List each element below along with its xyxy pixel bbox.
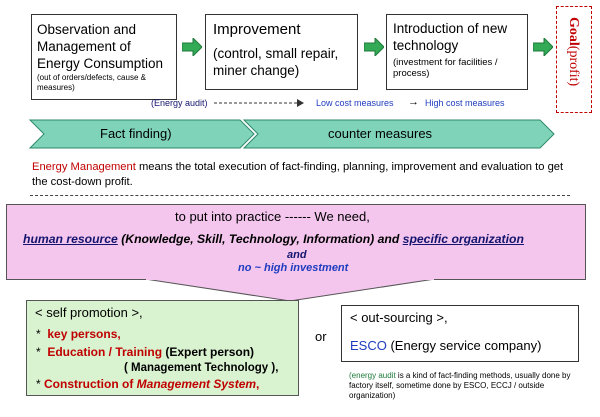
- self-promotion-box: [26, 300, 299, 396]
- esco-line: ESCO (Energy service company): [350, 338, 541, 353]
- organization-label: specific organization: [402, 232, 524, 246]
- fact-finding-label: Fact finding): [100, 126, 172, 141]
- definition-text: means the total execution of fact-findin…: [32, 161, 564, 188]
- management-system-label: Management System: [136, 377, 257, 391]
- low-cost-label: Low cost measures: [316, 98, 394, 108]
- flow-arrow-3: [533, 38, 553, 56]
- bullet-4: *: [36, 377, 41, 391]
- management-technology-label: ( Management Technology ),: [124, 362, 279, 374]
- flow-arrow-1: [182, 38, 202, 56]
- practice-line: to put into practice ------ We need,: [175, 209, 370, 224]
- goal-label: Goal: [566, 17, 581, 46]
- counter-measures-chevron: [242, 119, 555, 149]
- practice-down-arrow: [145, 279, 435, 302]
- self-promotion-item-2: * Education / Training (Expert person): [36, 345, 254, 359]
- self-promotion-title: < self promotion >,: [35, 305, 143, 320]
- bullet-1: *: [36, 327, 41, 341]
- audit-dashed-arrow: [214, 99, 304, 107]
- esco-description: (Energy service company): [386, 338, 542, 353]
- section-divider: [30, 195, 570, 196]
- step-observation-note: (out of orders/defects, cause & measures…: [37, 73, 146, 92]
- step-improvement-title: Improvement: [213, 21, 301, 38]
- self-promotion-item-1: * key persons,: [36, 327, 121, 341]
- process-band: [28, 119, 555, 149]
- footnote-text: is a kind of fact-finding methods, usual…: [349, 371, 571, 400]
- expert-person-label: (Expert person): [162, 345, 255, 359]
- and-label: and: [287, 249, 307, 261]
- energy-audit-label: (Energy audit): [151, 98, 208, 108]
- definition-paragraph: Energy Management means the total execut…: [32, 160, 580, 190]
- step-observation-title: Observation and Management of Energy Con…: [37, 22, 164, 71]
- education-label: Education / Training: [47, 345, 163, 359]
- self-promotion-item-4: * Construction of Management System,: [36, 377, 259, 391]
- practice-resources: human resource (Knowledge, Skill, Techno…: [23, 232, 524, 246]
- step-improvement-box: Improvement (control, small repair, mine…: [205, 14, 358, 90]
- step-technology-box: Introduction of new technology (investme…: [386, 14, 528, 90]
- counter-measures-label: counter measures: [328, 126, 433, 141]
- flow-arrow-2: [364, 38, 384, 56]
- cost-arrow-icon: →: [408, 96, 419, 108]
- step-technology-note: (investment for facilities / process): [393, 57, 498, 79]
- outsourcing-title: < out-sourcing >,: [350, 310, 448, 325]
- fact-finding-chevron: [28, 119, 255, 149]
- step-improvement-subtitle: (control, small repair, miner change): [213, 46, 339, 78]
- construction-label: Construction of: [44, 377, 137, 391]
- resource-details: (Knowledge, Skill, Technology, Informati…: [117, 232, 403, 246]
- bullet-2: *: [36, 345, 41, 359]
- high-cost-label: High cost measures: [425, 98, 505, 108]
- step-observation-box: Observation and Management of Energy Con…: [31, 14, 177, 100]
- goal-vertical-text: Goal(profit): [565, 17, 581, 86]
- goal-suffix: (profit): [566, 45, 581, 87]
- outsourcing-box: [341, 305, 579, 362]
- goal-box: Goal(profit): [556, 6, 592, 113]
- step-technology-title: Introduction of new technology: [393, 21, 508, 53]
- or-label: or: [315, 329, 327, 344]
- esco-label: ESCO: [350, 338, 387, 353]
- definition-term: Energy Management: [32, 161, 136, 173]
- audit-footnote: (energy audit is a kind of fact-finding …: [349, 371, 571, 401]
- key-persons-label: key persons,: [47, 327, 121, 341]
- human-resource-label: human resource: [23, 232, 118, 246]
- construction-comma: ,: [256, 377, 260, 391]
- investment-label: no ~ high investment: [238, 262, 349, 274]
- footnote-highlight: (energy audit: [349, 371, 396, 380]
